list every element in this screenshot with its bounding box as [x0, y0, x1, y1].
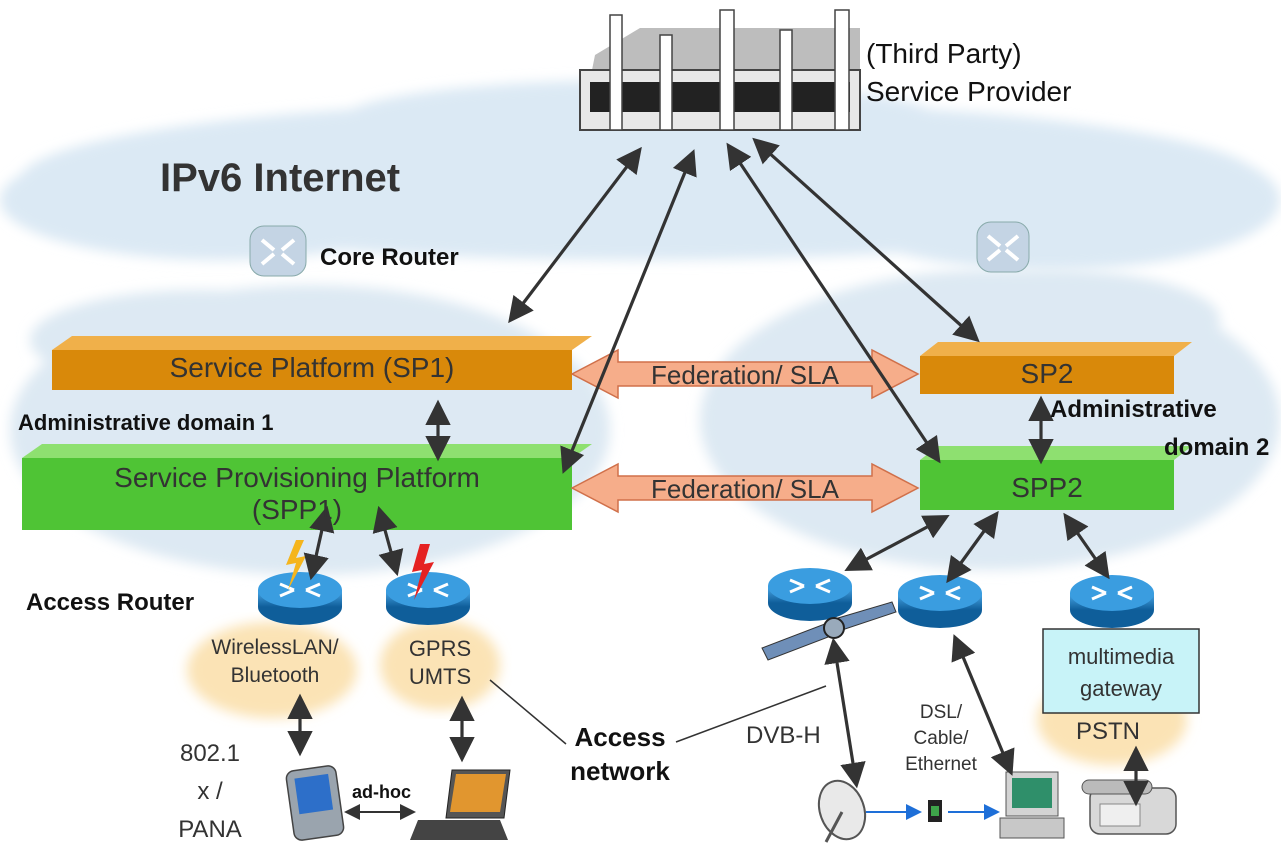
- federation-label-1: Federation/ SLA: [651, 360, 839, 390]
- spp1-label-line1: Service Provisioning Platform: [114, 462, 480, 493]
- pstn-label: PSTN: [1076, 718, 1141, 745]
- computer-icon: [999, 771, 1065, 839]
- sp1-label: Service Platform (SP1): [169, 352, 455, 383]
- service-provider-building-icon: [579, 9, 861, 131]
- provider-line2: Service Provider: [866, 76, 1072, 107]
- sp1-bar: [52, 336, 592, 390]
- wlan-cloud: [187, 622, 357, 718]
- core-router-2-icon: [976, 221, 1030, 273]
- core-router-icon: [249, 225, 307, 277]
- telephone-icon: [1081, 779, 1177, 835]
- provider-line1: (Third Party): [866, 38, 1022, 69]
- dsl-label-line3: Ethernet: [905, 754, 977, 775]
- access-network-label-line1: Access: [574, 722, 666, 752]
- multimedia-gateway-box: [1042, 628, 1200, 714]
- access-router-wlan-icon: [258, 572, 342, 625]
- access-router-dvbh-icon: [768, 568, 852, 621]
- multimedia-gateway-line1: multimedia: [1067, 644, 1175, 669]
- access-router-pstn-icon: [1070, 575, 1154, 628]
- access-network-pointers: [489, 679, 827, 745]
- auth-label-line2: x /: [197, 778, 223, 805]
- dsl-label-line2: Cable/: [913, 728, 969, 749]
- cellular-lightning-icon: [412, 544, 434, 600]
- dvbh-label: DVB-H: [746, 722, 821, 749]
- wlan-label-line2: Bluetooth: [230, 664, 320, 687]
- multimedia-gateway-line2: gateway: [1080, 676, 1162, 701]
- sp2-bar: [920, 342, 1192, 394]
- access-network-label-line2: network: [570, 756, 670, 786]
- spp1-bar: [22, 444, 592, 530]
- satellite-dish-icon: [817, 779, 867, 843]
- pda-icon: [285, 765, 345, 841]
- core-router-label: Core Router: [320, 244, 459, 271]
- receiver-icon: [928, 800, 942, 822]
- domain2-label-line2: domain 2: [1164, 434, 1270, 461]
- gprs-cloud: [380, 620, 500, 710]
- satellite-icon: [761, 601, 897, 661]
- laptop-icon: [410, 769, 511, 840]
- domain2-label-line1: Administrative: [1050, 396, 1217, 423]
- page-title: IPv6 Internet: [160, 156, 401, 200]
- auth-label-line1: 802.1: [179, 740, 241, 767]
- spp1-label-line2: (SPP1): [251, 494, 343, 525]
- dsl-label-line1: DSL/: [919, 702, 963, 723]
- connection-arrows: [287, 137, 1149, 807]
- access-router-dsl-icon: [898, 575, 982, 628]
- spp2-label: SPP2: [1011, 472, 1083, 503]
- federation-label-2: Federation/ SLA: [651, 474, 839, 504]
- adhoc-label: ad-hoc: [352, 782, 412, 802]
- spp2-bar: [920, 446, 1192, 510]
- domain1-label: Administrative domain 1: [18, 410, 274, 435]
- wlan-label-line1: WirelessLAN/: [211, 636, 339, 659]
- auth-label-line3: PANA: [178, 816, 242, 843]
- sp2-label: SP2: [1020, 358, 1074, 389]
- access-router-gprs-icon: [386, 572, 470, 625]
- gprs-label-line1: GPRS: [408, 636, 472, 661]
- wireless-lightning-icon: [286, 540, 306, 590]
- gprs-label-line2: UMTS: [408, 664, 472, 689]
- access-router-label: Access Router: [26, 589, 195, 616]
